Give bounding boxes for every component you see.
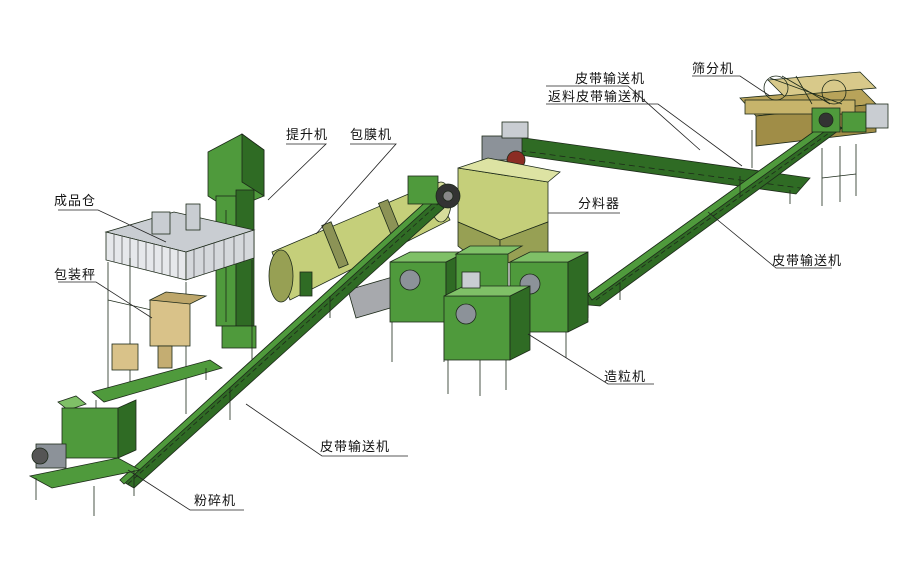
leader-lines — [58, 75, 832, 511]
belt-conveyor-right — [577, 107, 843, 318]
label-return-belt-conveyor: 返料皮带输送机 — [548, 90, 647, 105]
label-screening-machine: 筛分机 — [692, 62, 735, 77]
label-bucket-elevator: 提升机 — [286, 128, 329, 143]
packing-scale — [91, 291, 223, 414]
crusher — [28, 395, 142, 516]
belt-conveyor-bottom — [119, 175, 461, 489]
label-packing-scale: 包装秤 — [54, 268, 97, 283]
label-finished-product-bin: 成品仓 — [54, 194, 97, 209]
label-belt-conveyor-top: 皮带输送机 — [575, 72, 646, 87]
label-crusher: 粉碎机 — [194, 494, 237, 509]
distributor — [457, 157, 561, 265]
label-belt-conveyor-bottom: 皮带输送机 — [320, 440, 391, 455]
granulator-group — [389, 245, 589, 396]
label-coating-machine: 包膜机 — [350, 128, 393, 143]
label-granulator: 造粒机 — [604, 370, 647, 385]
label-distributor: 分料器 — [578, 197, 621, 212]
label-belt-conveyor-right: 皮带输送机 — [772, 254, 843, 269]
coating-drum — [268, 181, 452, 319]
finished-product-bin — [104, 203, 256, 414]
